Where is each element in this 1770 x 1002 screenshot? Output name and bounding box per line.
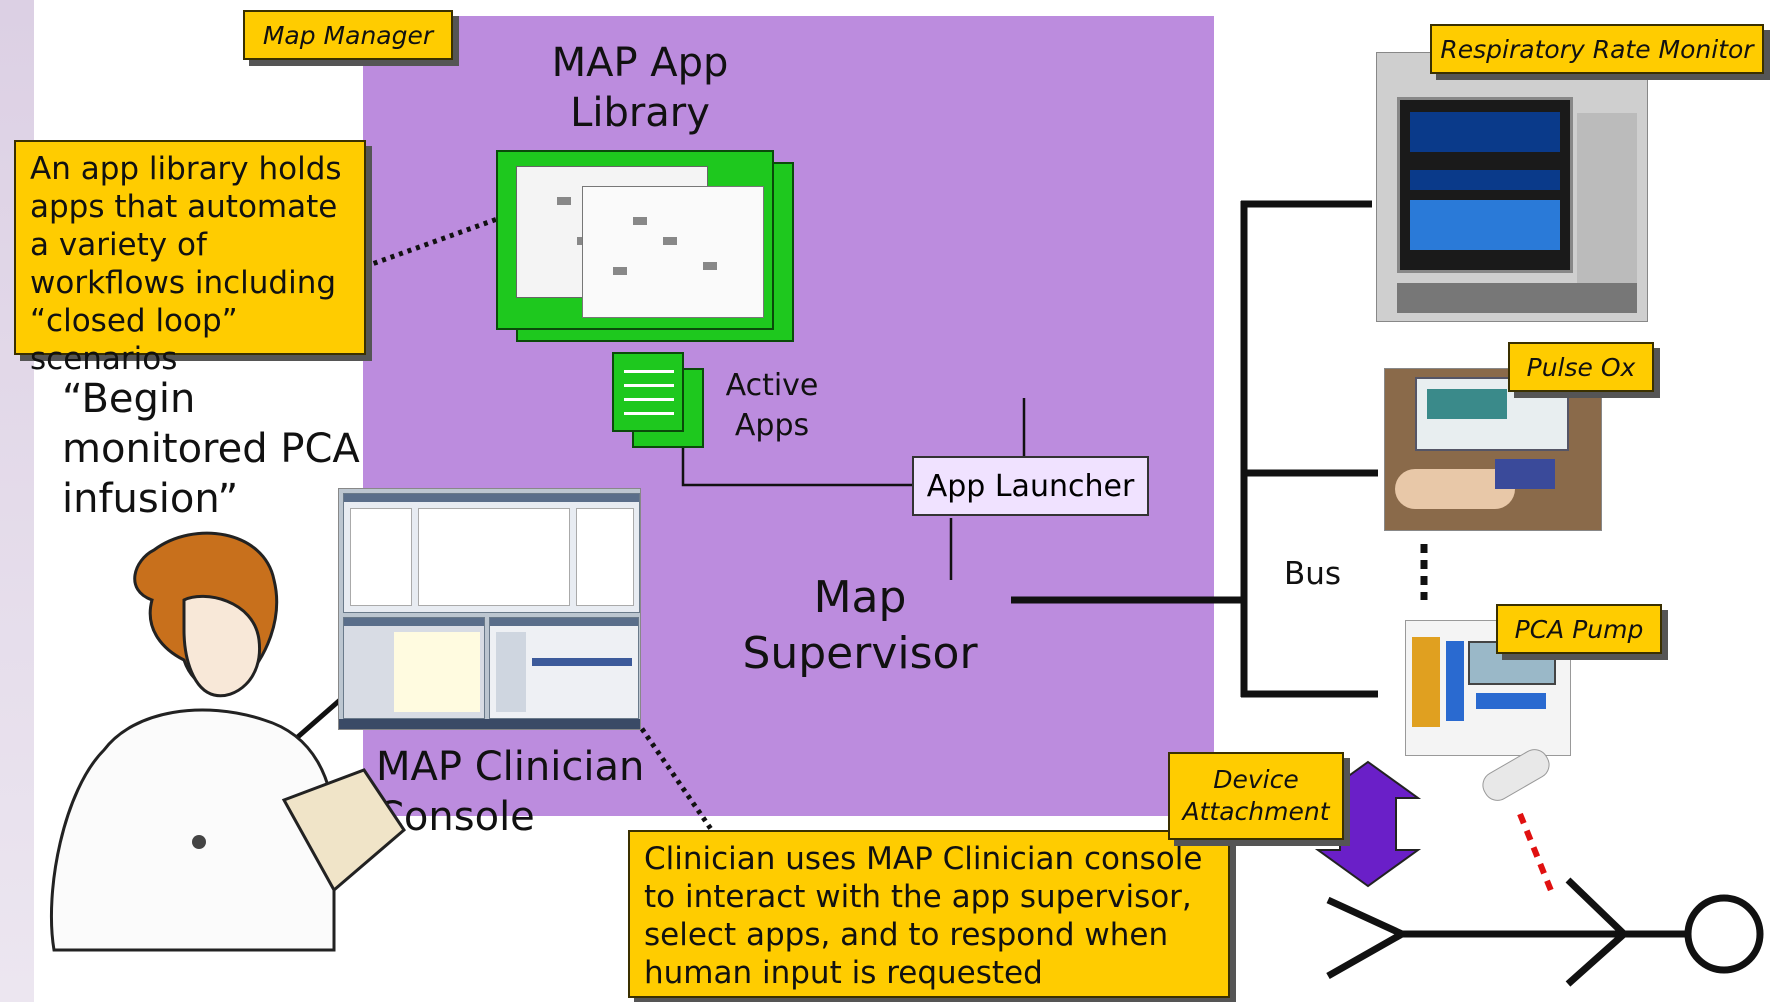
patient-legs (1326, 896, 1410, 980)
respiratory-monitor-tag: Respiratory Rate Monitor (1430, 24, 1764, 74)
console-dialog-window (489, 617, 639, 719)
pca-pump-tag-text: PCA Pump (1514, 614, 1644, 644)
app-library-note: An app library holds apps that automate … (14, 140, 366, 377)
clinician-note-text: Clinician uses MAP Clinician console to … (644, 841, 1203, 991)
library-pointer-line (271, 215, 501, 303)
clinician-body (50, 708, 336, 952)
clinician-illustration (50, 531, 406, 952)
pulse-ox-tag: Pulse Ox (1508, 342, 1654, 392)
console-app-window (343, 617, 485, 719)
clinician-console-label: MAP Clinician Console (376, 744, 645, 840)
active-apps-link (681, 440, 912, 487)
app-launcher-box: App Launcher (912, 456, 1149, 516)
device-attachment-tag: Device Attachment (1168, 752, 1344, 840)
app-workflow-screenshot-2 (582, 186, 764, 318)
pulse-ox-photo (1384, 368, 1602, 531)
active-app-doc-front (612, 352, 684, 432)
map-supervisor-label: Map Supervisor (742, 572, 978, 679)
console-ide-window (343, 493, 640, 613)
bus-label: Bus (1284, 556, 1342, 592)
pump-red-dash (1517, 812, 1555, 895)
clinician-badge (192, 835, 206, 849)
respiratory-monitor-photo (1376, 52, 1648, 322)
clinician-clipboard (281, 768, 406, 893)
map-manager-tag-text: Map Manager (262, 20, 434, 50)
clinician-note: Clinician uses MAP Clinician console to … (628, 830, 1230, 998)
active-apps-label: Active Apps (725, 368, 819, 443)
clinician-console-screenshot (338, 488, 641, 730)
clinician-quote: “Begin monitored PCA infusion” (62, 376, 360, 522)
map-manager-tag: Map Manager (243, 10, 453, 60)
device-attachment-tag-text: Device Attachment (1182, 765, 1330, 826)
clinician-face (182, 594, 261, 698)
patient-head (1684, 894, 1764, 974)
patient-arms (1565, 877, 1630, 987)
app-launcher-label: App Launcher (926, 468, 1135, 504)
app-library-front-window (496, 150, 774, 330)
pulse-ox-tag-text: Pulse Ox (1526, 352, 1636, 382)
app-library-note-text: An app library holds apps that automate … (30, 151, 342, 377)
app-library-label: MAP App Library (551, 40, 729, 136)
respiratory-monitor-tag-text: Respiratory Rate Monitor (1440, 34, 1754, 64)
console-taskbar (339, 719, 640, 729)
monitor-screen (1397, 97, 1573, 273)
pca-pump-tag: PCA Pump (1496, 604, 1662, 654)
